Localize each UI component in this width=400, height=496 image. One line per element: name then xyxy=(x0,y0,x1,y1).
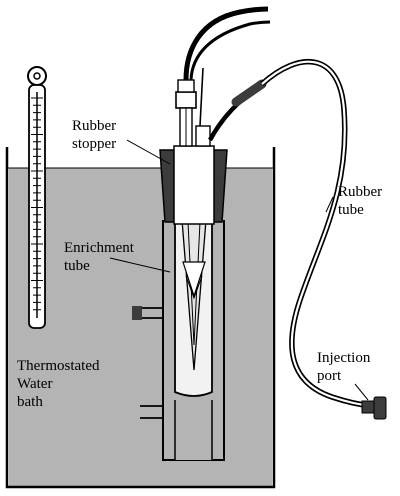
label-leaders xyxy=(109,139,369,401)
cable-2 xyxy=(189,20,271,81)
label-enrichment-tube-2: tube xyxy=(64,258,90,274)
label-rubber-stopper-2: stopper xyxy=(72,136,117,152)
label-water-bath-1: Thermostated xyxy=(17,358,100,374)
leader-rubber-tube xyxy=(325,196,334,213)
label-injection-port-1: Injection xyxy=(317,350,371,366)
leader-enrichment xyxy=(109,257,171,273)
leader-injection xyxy=(354,383,369,401)
label-rubber-tube-1: Rubber xyxy=(338,184,383,200)
water-fill xyxy=(9,168,272,486)
label-rubber-stopper-1: Rubber xyxy=(72,118,117,134)
label-water-bath-3: bath xyxy=(17,394,43,410)
thermometer xyxy=(27,66,47,329)
thermometer-scale xyxy=(31,97,43,311)
side-arm-lower xyxy=(140,405,163,419)
side-arm-upper xyxy=(140,307,163,319)
label-rubber-tube-2: tube xyxy=(338,202,364,218)
top-fittings xyxy=(175,6,271,147)
rubber-stopper xyxy=(159,145,228,225)
label-water-bath-2: Water xyxy=(17,376,53,392)
water-bath xyxy=(5,147,276,489)
cable-1 xyxy=(183,6,269,81)
bath-wall xyxy=(5,147,276,489)
label-injection-port-2: port xyxy=(317,368,342,384)
leader-stopper xyxy=(126,139,171,165)
enrichment-tube xyxy=(174,219,213,397)
rubber-tube xyxy=(208,59,373,409)
label-enrichment-tube-1: Enrichment xyxy=(64,240,134,256)
injection-port xyxy=(361,396,387,420)
